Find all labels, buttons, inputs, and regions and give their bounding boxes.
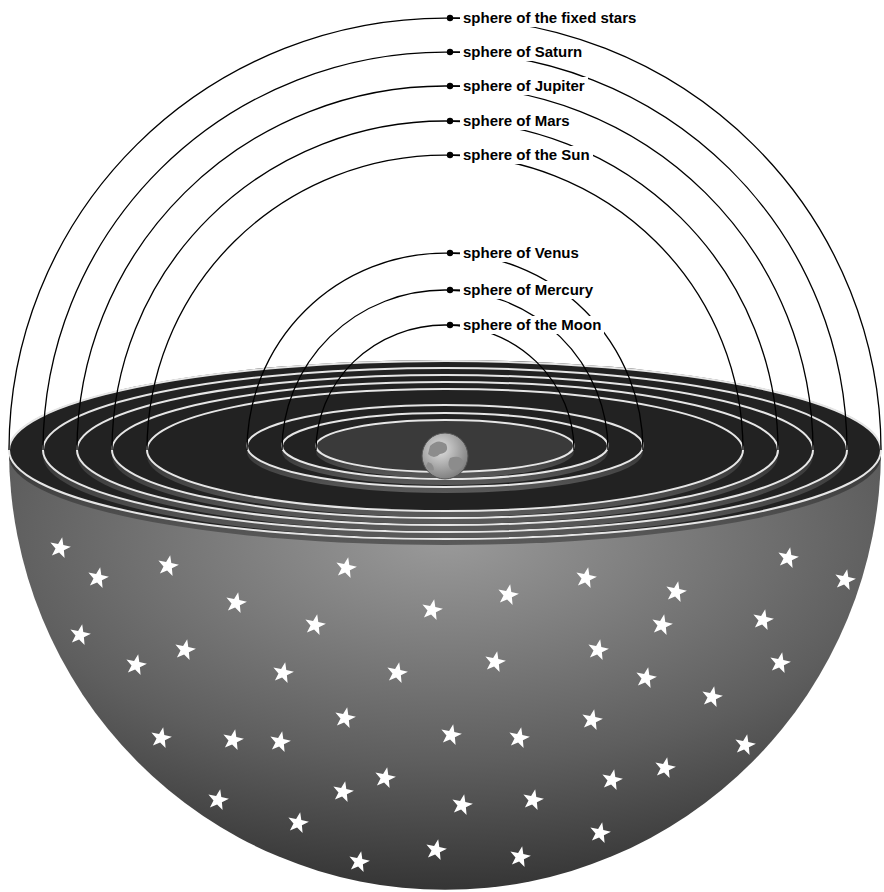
star — [590, 822, 611, 843]
star — [387, 662, 408, 683]
leader-tick — [450, 17, 460, 18]
star — [778, 547, 799, 568]
star — [422, 599, 443, 620]
sphere-label: sphere of Saturn — [460, 43, 585, 61]
star — [582, 709, 603, 730]
star — [288, 812, 309, 833]
star — [426, 839, 447, 860]
star — [835, 569, 856, 590]
leader-arc — [77, 86, 813, 450]
star — [735, 734, 756, 755]
sphere-rim — [112, 382, 778, 518]
sphere-rim — [147, 389, 743, 511]
leader-arc — [316, 325, 574, 450]
star — [175, 639, 196, 660]
star — [273, 662, 294, 683]
star — [333, 781, 354, 802]
sphere-label: sphere of Jupiter — [460, 77, 588, 95]
leader-arcs — [9, 15, 881, 450]
star — [375, 767, 396, 788]
star — [523, 789, 544, 810]
stars — [50, 537, 856, 872]
earth — [422, 433, 468, 479]
star — [126, 654, 146, 675]
star — [158, 555, 179, 576]
star — [576, 567, 597, 588]
star — [441, 724, 462, 745]
leader-tick — [450, 324, 460, 325]
star — [770, 652, 791, 673]
sphere-label: sphere of Mercury — [460, 281, 596, 299]
star — [452, 794, 473, 815]
bowl-interior — [9, 360, 881, 540]
leader-tick — [450, 85, 460, 86]
sphere-rim — [282, 413, 608, 479]
leader-tick — [450, 289, 460, 290]
star — [335, 707, 356, 728]
star — [485, 651, 506, 672]
sphere-label: sphere of the fixed stars — [460, 9, 639, 27]
star — [602, 769, 623, 790]
leader-arc — [9, 18, 881, 450]
leader-tick — [450, 154, 460, 155]
star — [70, 624, 91, 645]
star — [88, 567, 109, 588]
sphere-label: sphere of the Sun — [460, 146, 593, 164]
leader-arc — [43, 52, 847, 450]
leader-tick — [450, 120, 460, 121]
sphere-rims — [9, 360, 881, 545]
sphere-rim — [43, 368, 847, 532]
star — [636, 667, 657, 688]
leader-arc — [247, 253, 643, 450]
sphere-rim — [77, 375, 813, 525]
star — [349, 851, 370, 872]
star — [588, 639, 609, 660]
star — [151, 727, 172, 748]
star — [655, 757, 676, 778]
leader-arc — [282, 290, 608, 450]
star — [702, 686, 723, 707]
star — [50, 537, 71, 558]
leader-tick — [450, 252, 460, 253]
star — [226, 592, 247, 613]
star — [666, 581, 687, 602]
star — [498, 584, 519, 605]
leader-arc — [147, 155, 743, 450]
star — [509, 727, 530, 748]
sphere-label: sphere of the Moon — [460, 316, 604, 334]
sphere-rim — [9, 361, 881, 539]
star — [510, 846, 531, 867]
sphere-label: sphere of Venus — [460, 244, 582, 262]
star — [753, 609, 774, 630]
star — [270, 731, 291, 752]
star — [305, 614, 326, 635]
sphere-label: sphere of Mars — [460, 112, 573, 130]
star — [208, 789, 229, 810]
star — [652, 614, 673, 635]
leader-tick — [450, 51, 460, 52]
star — [336, 557, 357, 578]
leader-arc — [112, 121, 778, 450]
star — [223, 729, 244, 750]
sphere-rim — [247, 405, 643, 487]
